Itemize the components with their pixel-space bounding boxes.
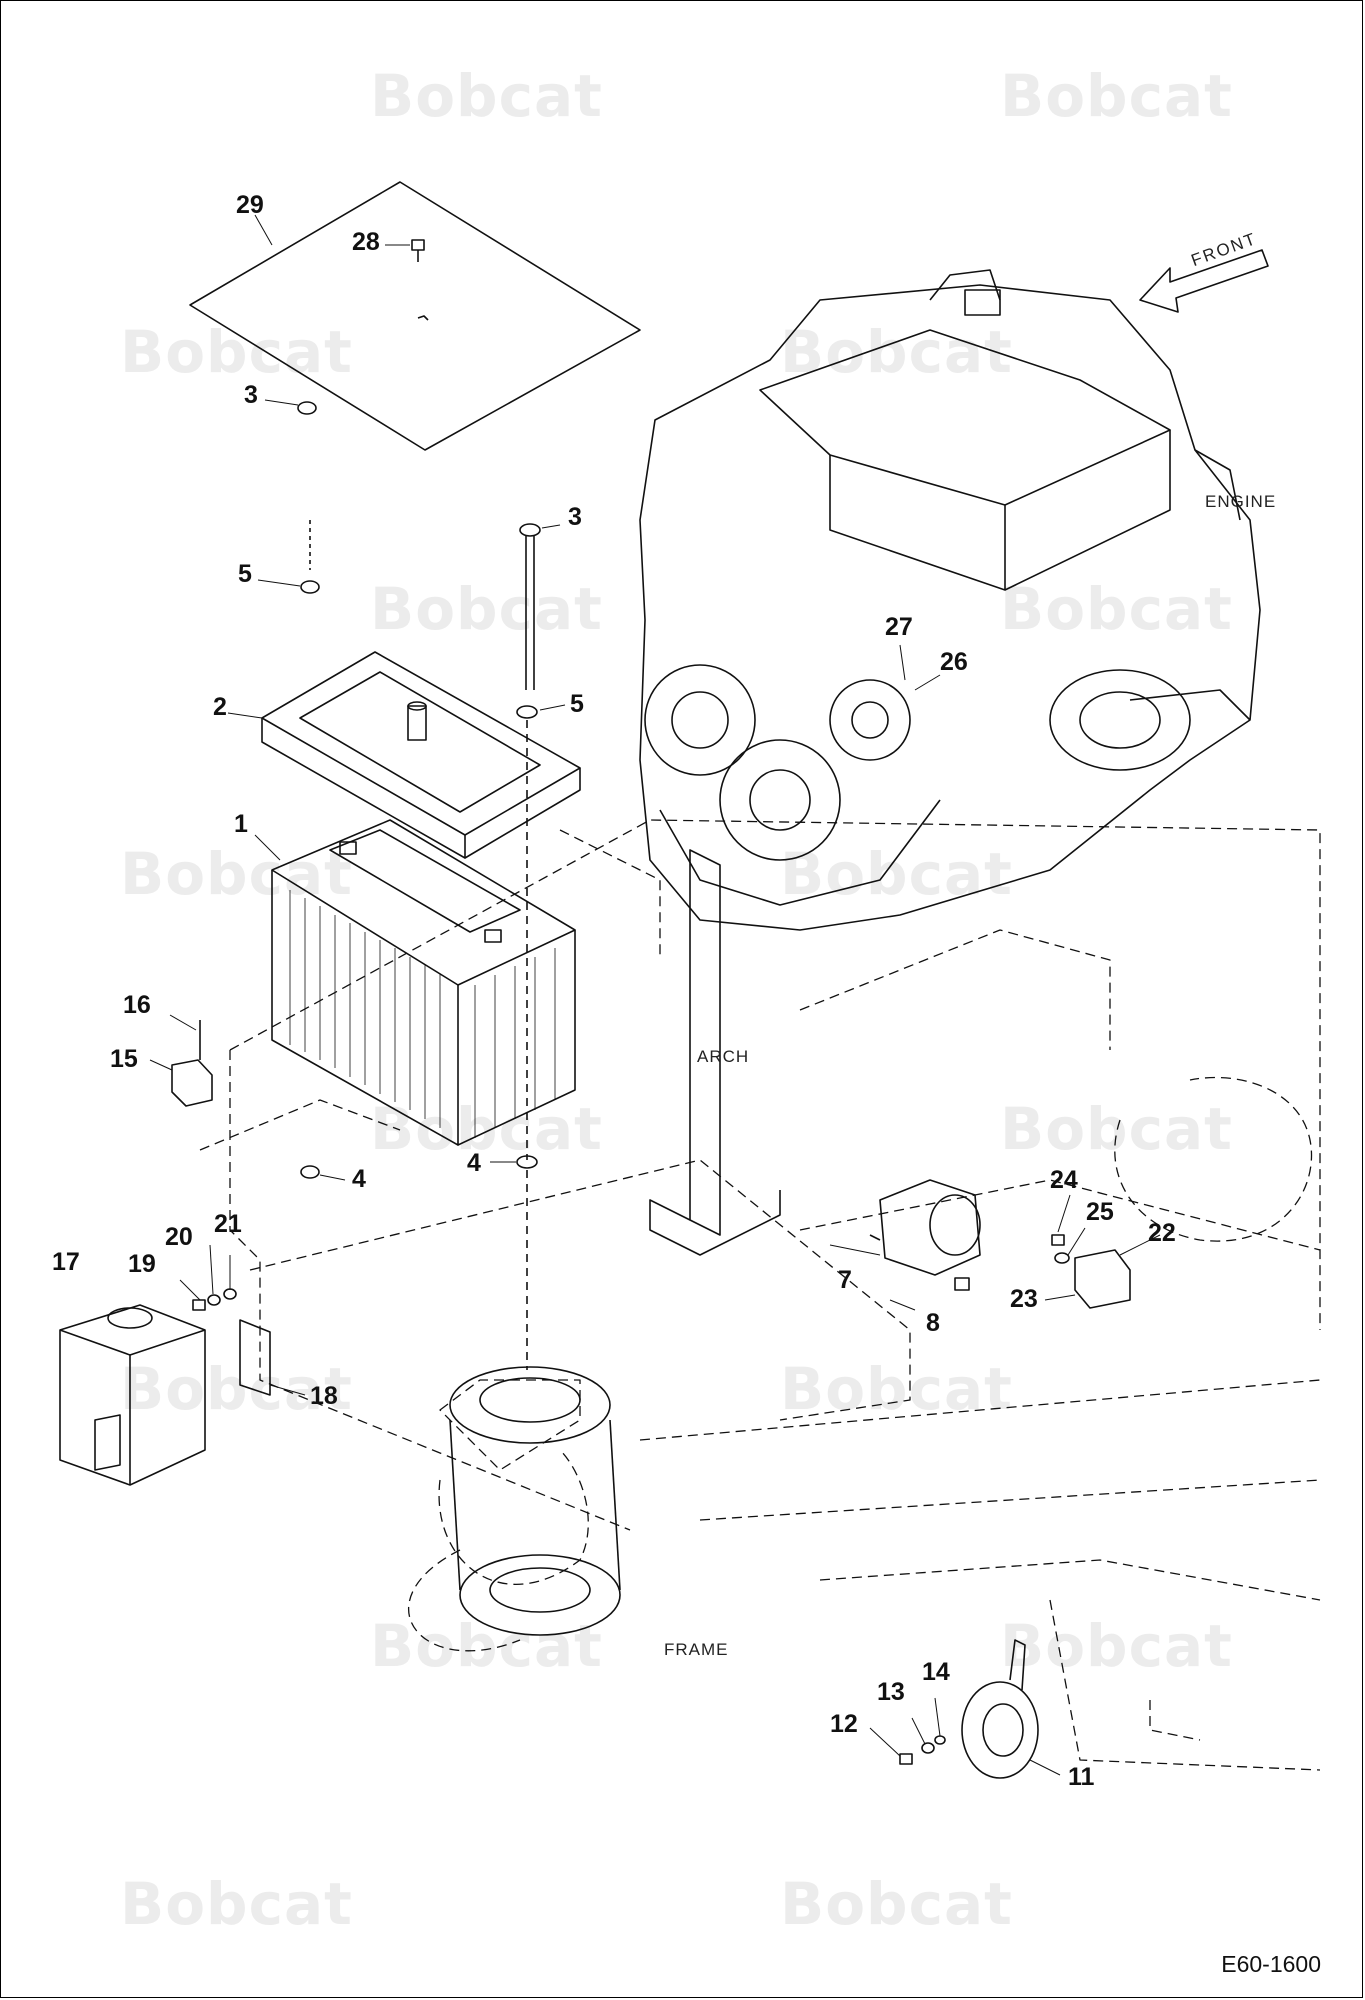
swing-bearing [449, 1366, 621, 1636]
nut-3-top [297, 401, 317, 415]
watermark-text: Bobcat [1000, 575, 1233, 643]
callout-28: 28 [352, 228, 380, 256]
watermark: Bobcat [780, 1355, 1013, 1423]
watermark: Bobcat [1000, 1612, 1233, 1680]
callout-17: 17 [52, 1248, 80, 1276]
callout-15: 15 [110, 1045, 138, 1073]
washer-5-left [300, 520, 320, 594]
watermark-text: Bobcat [1000, 62, 1233, 130]
watermark-text: Bobcat [1000, 1095, 1233, 1163]
nut-4-left [300, 1165, 320, 1179]
watermark: Bobcat [1000, 1095, 1233, 1163]
frame-outline [199, 819, 1321, 1771]
callout-11: 11 [1068, 1763, 1095, 1791]
callout-7: 7 [838, 1266, 852, 1294]
callout-26: 26 [940, 648, 968, 676]
frame-tag: FRAME [664, 1640, 729, 1659]
callout-4: 4 [467, 1149, 481, 1177]
callout-3: 3 [244, 381, 258, 409]
callout-8: 8 [926, 1309, 940, 1337]
bracket-18 [239, 1319, 271, 1396]
callout-24: 24 [1050, 1166, 1078, 1194]
callout-16: 16 [123, 991, 151, 1019]
watermark: Bobcat [120, 1870, 353, 1938]
washer-tank [59, 1304, 206, 1486]
callout-1: 1 [234, 810, 248, 838]
callout-12: 12 [830, 1710, 858, 1738]
watermark: Bobcat [370, 1095, 603, 1163]
watermark: Bobcat [780, 1870, 1013, 1938]
battery-cover-plate [189, 181, 641, 451]
watermark-text: Bobcat [370, 1095, 603, 1163]
watermark: Bobcat [120, 840, 353, 908]
arch-pillar [649, 849, 781, 1256]
callout-5: 5 [238, 560, 252, 588]
watermark-text: Bobcat [780, 1870, 1013, 1938]
relay-7 [869, 1179, 981, 1276]
watermark-text: Bobcat [780, 318, 1013, 386]
callout-3: 3 [568, 503, 582, 531]
callout-25: 25 [1086, 1198, 1114, 1226]
washer-4-center [516, 1155, 538, 1169]
callout-20: 20 [165, 1223, 193, 1251]
watermark: Bobcat [1000, 575, 1233, 643]
callout-21: 21 [214, 1210, 242, 1238]
watermark: Bobcat [370, 62, 603, 130]
bolt-28 [411, 239, 425, 262]
callout-4: 4 [352, 1165, 366, 1193]
arch-tag: ARCH [697, 1047, 750, 1066]
fasteners-12-14 [899, 1735, 946, 1765]
callout-22: 22 [1148, 1219, 1176, 1247]
battery-hold-down-frame [261, 651, 581, 859]
watermark: Bobcat [780, 318, 1013, 386]
horn-11 [961, 1639, 1039, 1779]
callout-14: 14 [922, 1658, 950, 1686]
callout-29: 29 [236, 191, 264, 219]
watermark-text: Bobcat [370, 575, 603, 643]
battery [271, 819, 576, 1146]
j-bolt-rod [516, 523, 541, 719]
callout-23: 23 [1010, 1285, 1038, 1313]
leader-lines [149, 214, 1161, 1776]
watermark: Bobcat [120, 1355, 353, 1423]
engine-tag: ENGINE [1205, 492, 1277, 511]
front-arrow-icon [1139, 249, 1269, 313]
document-id: E60-1600 [1221, 1951, 1321, 1977]
watermark-text: Bobcat [370, 1612, 603, 1680]
watermark: Bobcat [780, 840, 1013, 908]
watermark: Bobcat [120, 318, 353, 386]
watermark: Bobcat [370, 1612, 603, 1680]
watermark-text: Bobcat [120, 1870, 353, 1938]
callout-19: 19 [128, 1250, 156, 1278]
callout-27: 27 [885, 613, 913, 641]
watermark-text: Bobcat [370, 62, 603, 130]
switch-22 [1051, 1234, 1131, 1309]
watermark-text: Bobcat [120, 1355, 353, 1423]
bolt-8 [954, 1277, 970, 1291]
watermark-text: Bobcat [120, 840, 353, 908]
watermark-text: Bobcat [780, 840, 1013, 908]
watermark-text: Bobcat [120, 318, 353, 386]
watermark: Bobcat [370, 575, 603, 643]
watermark-text: Bobcat [1000, 1612, 1233, 1680]
engine [639, 269, 1261, 931]
watermark-text: Bobcat [780, 1355, 1013, 1423]
callout-13: 13 [877, 1678, 905, 1706]
watermark: Bobcat [1000, 62, 1233, 130]
callout-18: 18 [310, 1382, 338, 1410]
bracket-15 [171, 1020, 213, 1107]
callout-2: 2 [213, 693, 227, 721]
callout-5: 5 [570, 690, 584, 718]
